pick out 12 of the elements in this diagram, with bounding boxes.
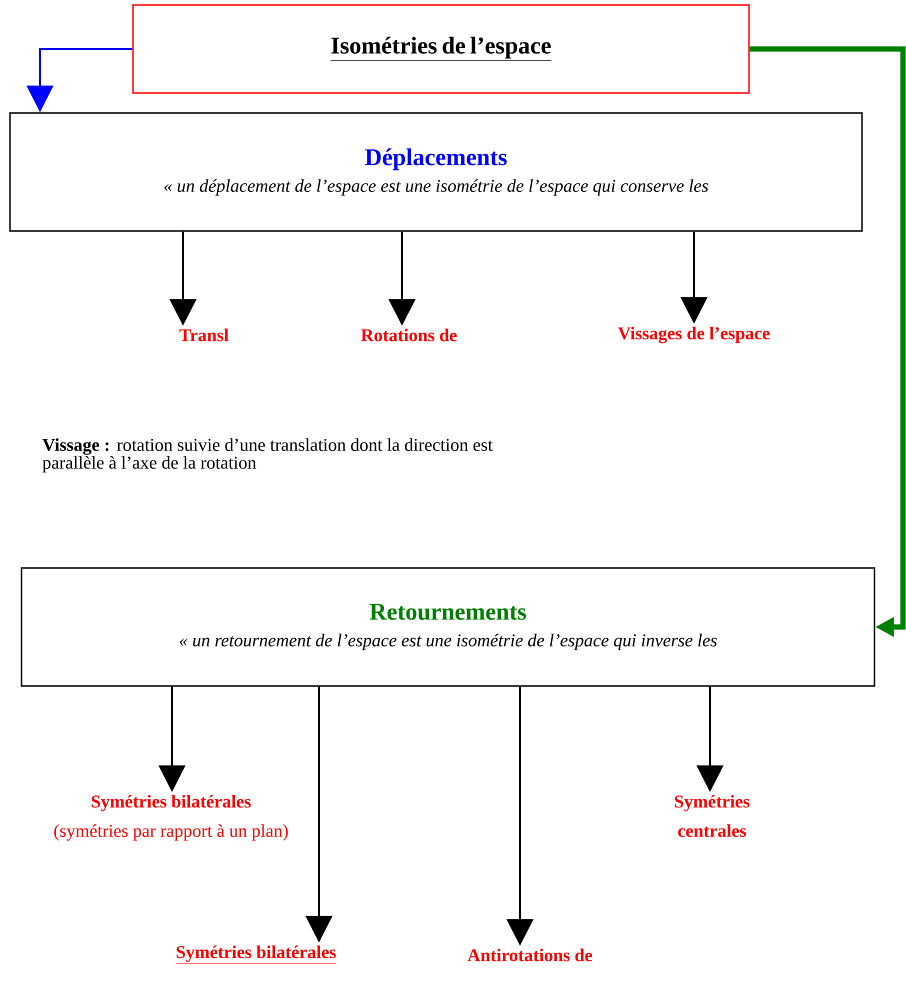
category-box: Déplacements « un déplacement de l’espace est une isométrie de l’espace qui conserve les: [9, 112, 863, 232]
title-box: Isométries de l’espace: [132, 4, 750, 94]
category-box: Retournements « un retournement de l’espace est une isométrie de l’espace qui inverse les: [20, 567, 876, 687]
category-label: Symétries bilatérales (symétries par rapport à un plan): [54, 794, 288, 841]
definition-note: Vissage : rotation suivie d’une translation dont la direction est parallèle à l’axe de la rotation: [42, 438, 493, 472]
category-label: Symétries centrales: [674, 794, 750, 837]
category-label: Antirotations de: [468, 948, 592, 962]
category-label: Vissages de l’espace: [618, 326, 770, 344]
category-label: Transl: [179, 328, 229, 342]
arrow: [750, 46, 906, 638]
category-label: Symétries bilatérales: [176, 945, 336, 964]
category-label: Rotations de: [361, 328, 457, 342]
